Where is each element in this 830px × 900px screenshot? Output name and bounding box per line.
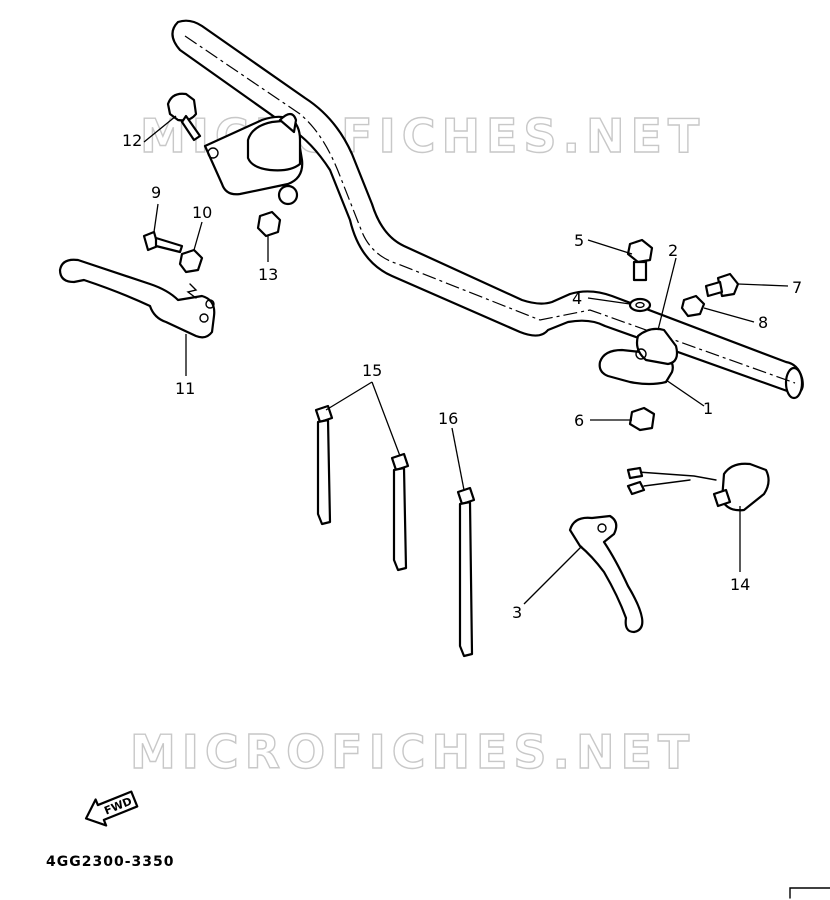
watermark-bottom: MICROFICHES.NET (130, 725, 695, 779)
callout-15: 15 (362, 361, 382, 380)
part-3-lever-right (568, 514, 644, 634)
callout-16: 16 (438, 409, 458, 428)
corner-mark (789, 887, 830, 899)
diagram-code: 4GG2300-3350 (46, 854, 174, 870)
part-4-washer (628, 297, 652, 313)
callout-9: 9 (151, 183, 161, 202)
callout-6: 6 (574, 411, 584, 430)
callout-1: 1 (703, 399, 713, 418)
part-14-switch (626, 462, 770, 512)
part-6-nut (628, 406, 656, 432)
callout-11: 11 (175, 379, 195, 398)
part-12-bolt (166, 92, 202, 142)
callout-14: 14 (730, 575, 750, 594)
callout-4: 4 (572, 289, 582, 308)
part-9-bolt (142, 230, 184, 254)
part-7-bolt (704, 272, 740, 298)
callout-13: 13 (258, 265, 278, 284)
part-15-cable-ties (314, 404, 410, 572)
part-5-bolt (626, 238, 654, 282)
callout-10: 10 (192, 203, 212, 222)
handlebar (171, 19, 804, 400)
leader-lines (143, 115, 789, 605)
callout-2: 2 (668, 241, 678, 260)
callout-8: 8 (758, 313, 768, 332)
part-8-nut (680, 294, 706, 318)
part-13-nut (256, 210, 282, 238)
master-cylinder (203, 112, 304, 206)
callout-12: 12 (122, 131, 142, 150)
part-1-2-holder (598, 327, 679, 386)
fwd-arrow: FWD (84, 790, 139, 827)
part-16-cable-tie (456, 486, 476, 658)
callout-3: 3 (512, 603, 522, 622)
callout-7: 7 (792, 278, 802, 297)
part-10-nut (178, 248, 204, 274)
callout-5: 5 (574, 231, 584, 250)
part-11-lever-left (58, 258, 216, 339)
